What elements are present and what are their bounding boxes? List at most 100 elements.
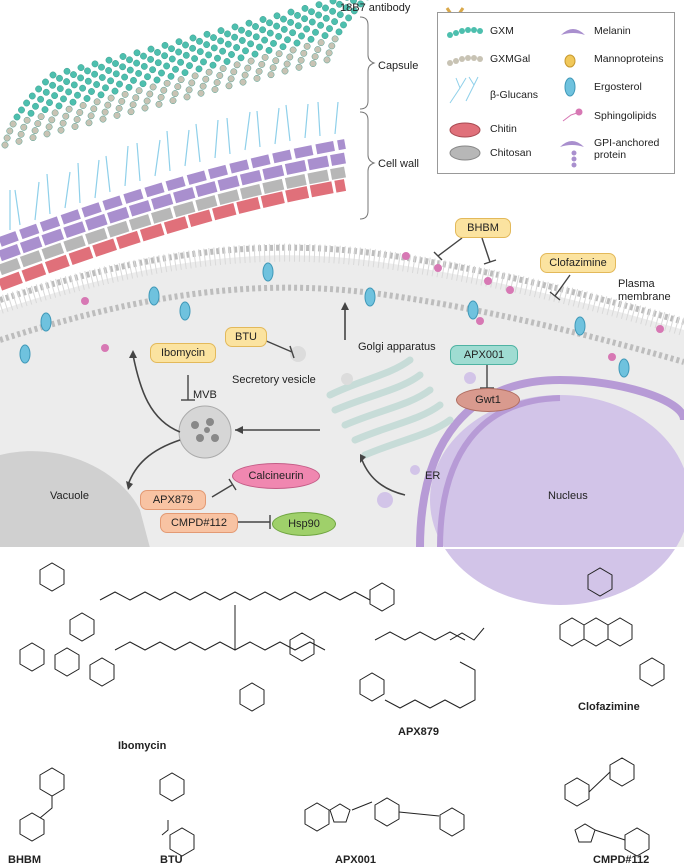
drug-bhbm: BHBM (455, 218, 511, 238)
gxm-bead (322, 14, 330, 22)
gxm-bead (245, 19, 253, 27)
er-membrane (416, 375, 684, 549)
gxm-bead (6, 127, 14, 135)
gxm-bead (119, 63, 127, 71)
gxm-bead (224, 30, 231, 38)
gxm-bead (91, 70, 99, 78)
gxm-bead (287, 18, 294, 26)
gxm-bead (265, 47, 273, 54)
gxm-bead (205, 51, 213, 59)
gxm-bead (88, 88, 95, 95)
gxm-bead (147, 45, 155, 53)
structure-btu-label: BTU (160, 854, 183, 866)
gxm-bead (105, 56, 113, 64)
gxm-bead (202, 75, 210, 83)
gxm-bead (74, 91, 81, 99)
gxm-bead (42, 78, 49, 86)
drug-btu: BTU (225, 327, 267, 347)
gxm-bead (112, 70, 120, 78)
gxm-bead (245, 30, 253, 37)
gxm-bead (255, 68, 263, 75)
gxm-bead (314, 46, 322, 53)
gxm-bead (357, 0, 364, 8)
gxm-bead (104, 101, 112, 109)
gxm-bead (283, 60, 291, 68)
gxm-bead (259, 16, 267, 23)
gxm-bead (51, 92, 58, 100)
gxm-bead (153, 76, 161, 84)
gxm-bead (73, 116, 81, 123)
gxm-bead (217, 27, 225, 34)
gxm-bead (350, 0, 357, 4)
gxm-bead (48, 116, 56, 124)
gxm-bead (84, 67, 91, 75)
gxm-bead (116, 80, 123, 88)
gxm-bead (107, 94, 115, 102)
gxm-bead (163, 62, 171, 70)
gxm-bead (322, 4, 329, 12)
gxm-bead (107, 77, 115, 85)
gxm-bead (210, 44, 218, 52)
gxm-bead (119, 53, 127, 60)
gxm-bead (121, 73, 129, 81)
target-calcineurin: Calcineurin (232, 463, 320, 489)
gxm-bead (65, 105, 73, 113)
gxm-bead (323, 56, 331, 64)
gxm-bead (297, 56, 305, 64)
gxm-bead (185, 86, 193, 94)
gxm-bead (294, 22, 302, 30)
gxm-bead (303, 42, 311, 50)
gxm-bead (97, 91, 105, 99)
legend: GXM GXMGal β-Glucans Chitin Chitosan Mel… (437, 12, 675, 174)
gxm-bead (98, 63, 105, 71)
gxm-bead (45, 123, 53, 131)
gxm-bead (261, 36, 268, 44)
gxm-bead (251, 50, 259, 58)
gxm-bead (340, 21, 347, 29)
membrane-inner-leaflet (0, 284, 684, 365)
plasma-membrane-label: Plasma membrane (618, 278, 671, 303)
gxm-bead (280, 15, 287, 23)
gxm-bead (252, 23, 259, 30)
gxm-bead (191, 72, 199, 80)
gxm-bead (79, 84, 87, 92)
gxm-bead (189, 44, 197, 52)
gxm-bead (199, 82, 207, 90)
er-membrane-2 (437, 395, 561, 549)
gxm-bead (331, 35, 339, 43)
gxm-bead (84, 77, 92, 85)
legend-mannoproteins: Mannoproteins (594, 53, 664, 65)
gxm-bead (90, 105, 98, 113)
gxm-bead (182, 51, 190, 59)
gxm-bead (196, 48, 204, 55)
gxm-bead (34, 120, 42, 128)
gxm-bead (266, 29, 274, 37)
gxm-bead (77, 74, 85, 82)
structure-cmpd112-label: CMPD#112 (593, 854, 650, 866)
gxm-bead (177, 58, 185, 66)
gxm-bead (87, 112, 95, 120)
legend-icons (447, 27, 585, 168)
gxm-bead (133, 59, 141, 67)
gxm-bead (239, 78, 247, 86)
gxm-bead (242, 47, 249, 55)
nucleus-shape (430, 395, 684, 605)
target-gwt1: Gwt1 (456, 388, 520, 412)
gxm-bead (83, 95, 91, 102)
gxm-bead (238, 26, 245, 34)
gxm-bead (102, 84, 109, 92)
gxm-bead (311, 53, 319, 60)
gxm-bead (289, 46, 297, 54)
gxm-bead (91, 60, 99, 68)
gxm-bead (143, 97, 151, 105)
gxm-bead (168, 55, 176, 63)
gxm-bead (118, 98, 126, 105)
gxm-bead (261, 54, 269, 61)
gxm-bead (63, 78, 70, 86)
gxm-bead (172, 65, 179, 73)
gxm-bead (98, 74, 106, 81)
gxm-bead (336, 11, 344, 18)
golgi-stacks (326, 356, 454, 459)
gxm-bead (203, 41, 211, 48)
gxm-bead (197, 89, 205, 97)
